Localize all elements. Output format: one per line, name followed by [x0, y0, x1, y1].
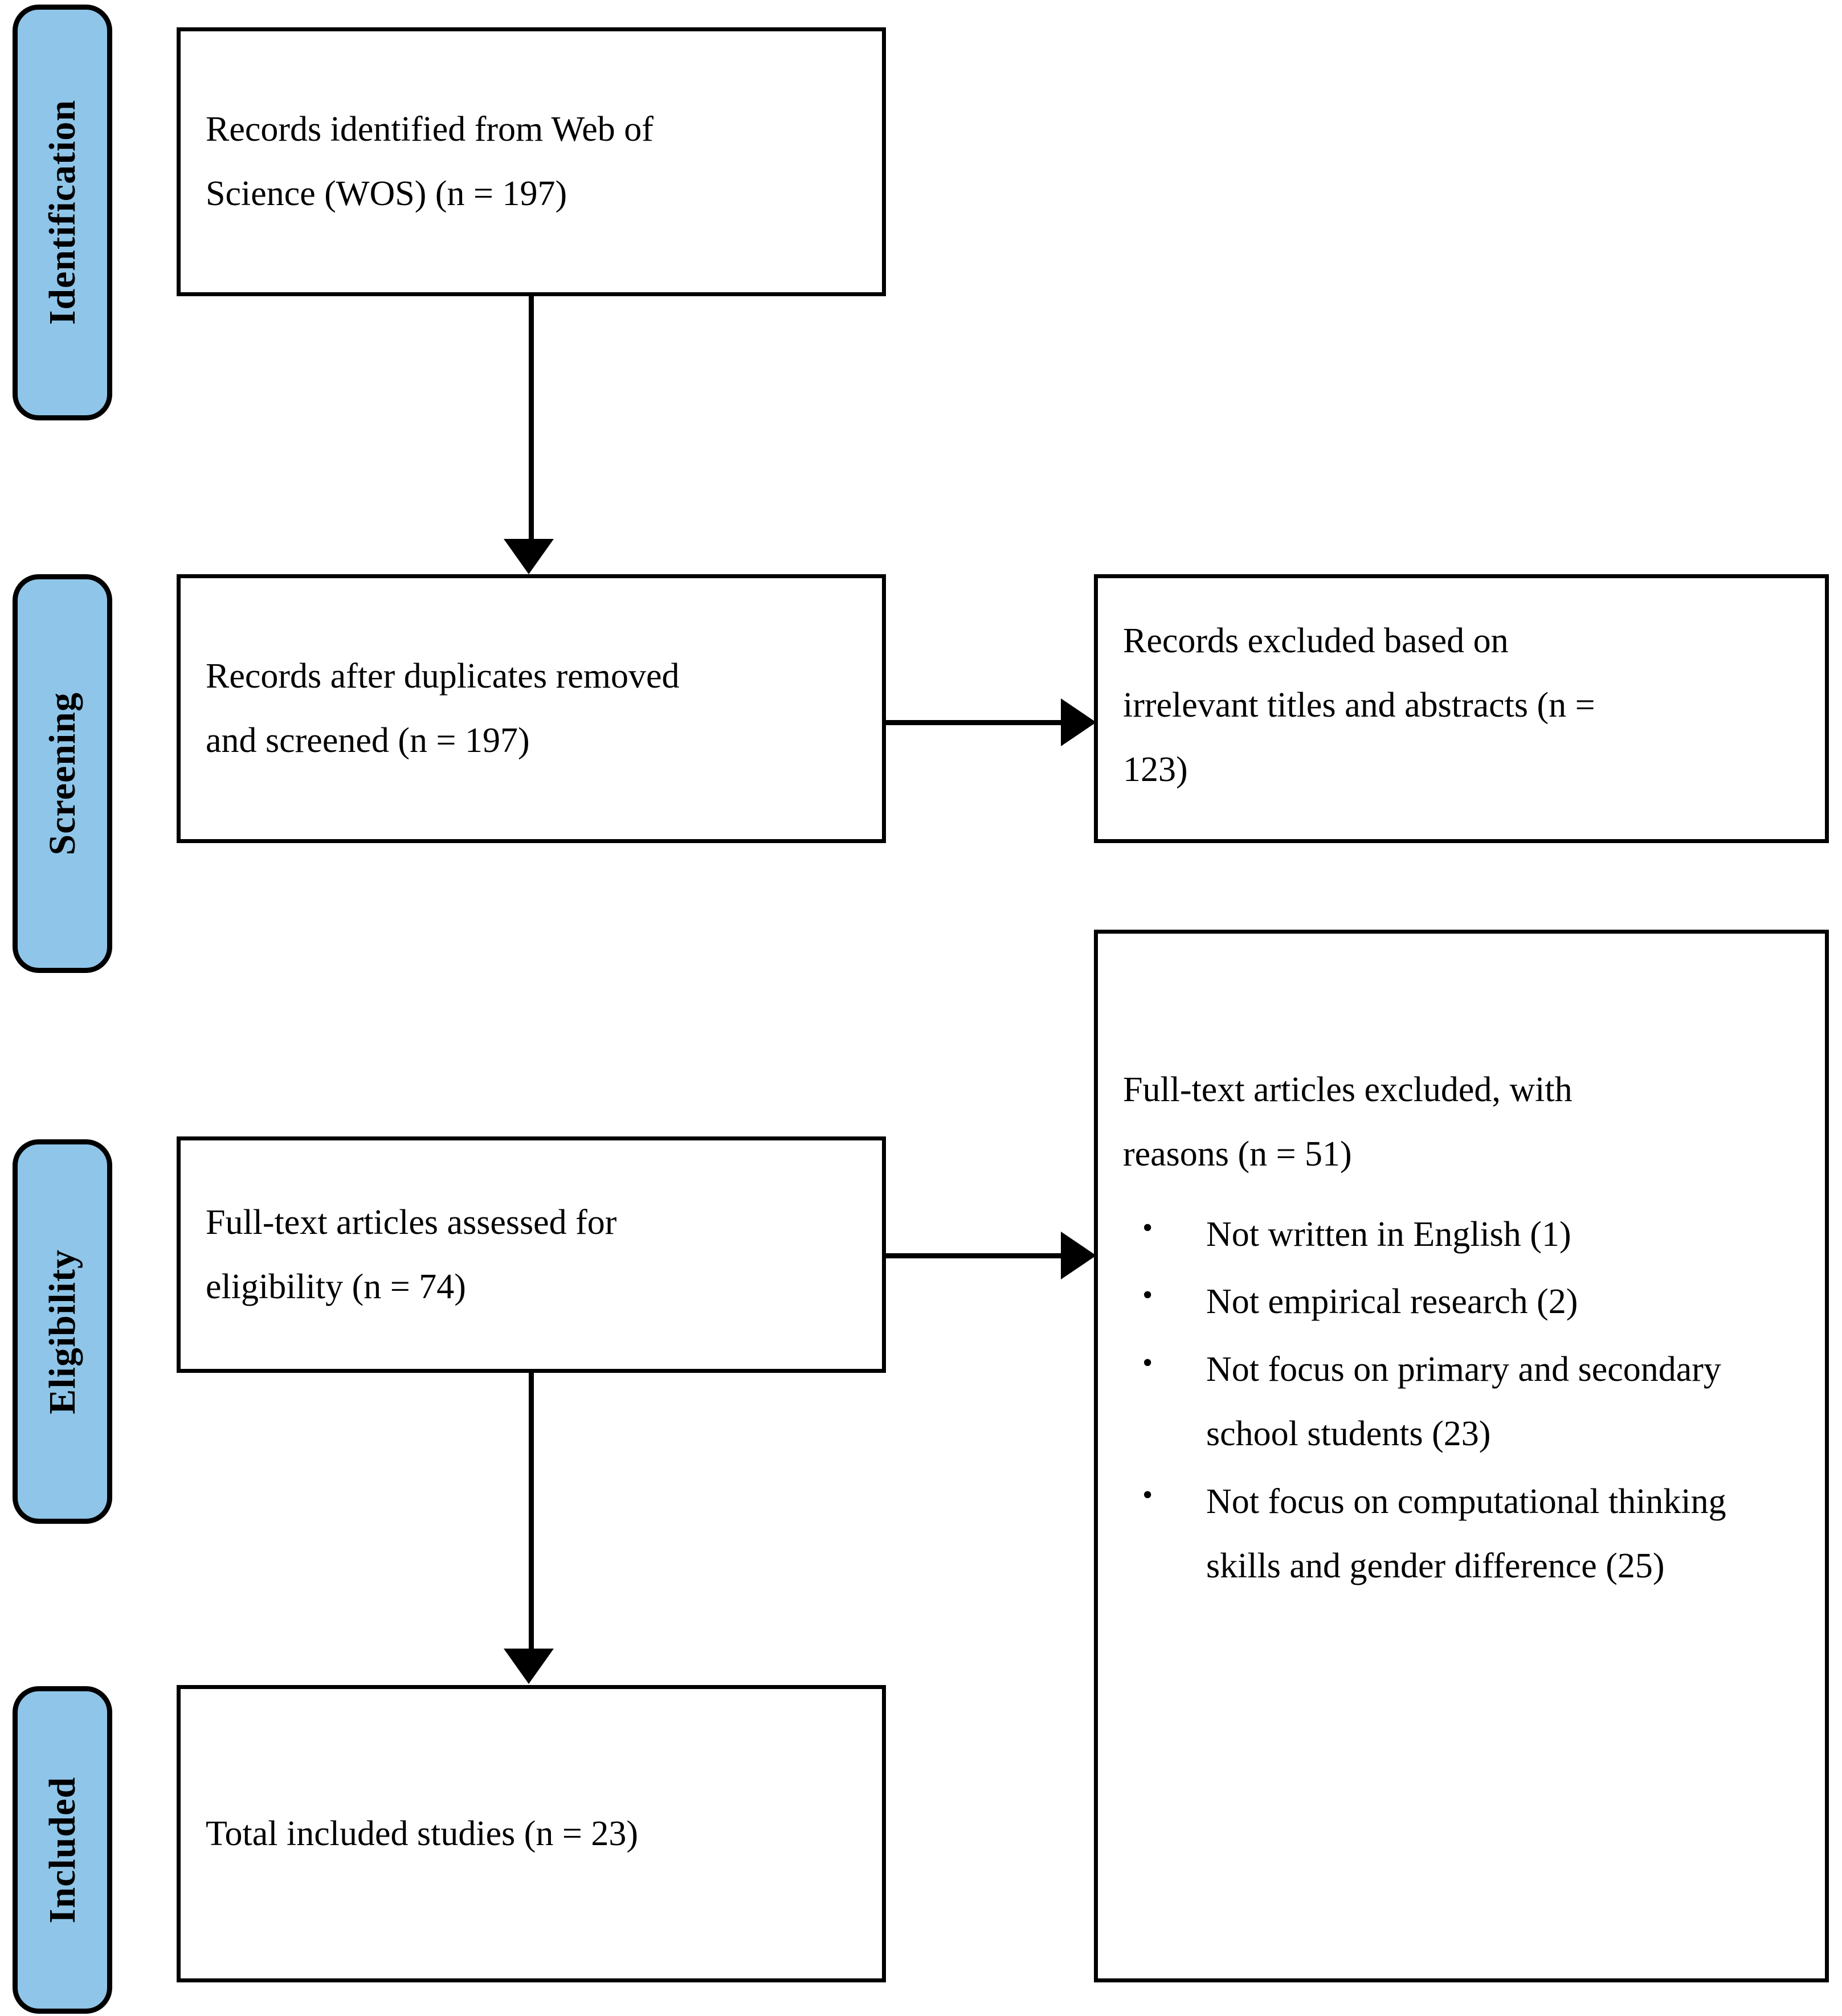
- stage-tag-included-label: Included: [41, 1776, 83, 1924]
- list-item: Not empirical research (2): [1123, 1269, 1800, 1334]
- connector-fulltext-to-included-line: [529, 1373, 534, 1650]
- box-records-excluded-line1: Records excluded based on: [1123, 621, 1509, 660]
- list-item: Not focus on primary and secondary schoo…: [1123, 1336, 1800, 1466]
- box-records-identified: Records identified from Web of Science (…: [177, 27, 886, 296]
- stage-tag-included: Included: [13, 1686, 112, 2014]
- exclusion-reason-list: Not written in English (1) Not empirical…: [1123, 1201, 1800, 1602]
- stage-tag-eligibility: Eligibility: [13, 1139, 112, 1524]
- box-records-screened: Records after duplicates removed and scr…: [177, 574, 886, 843]
- box-fulltext-excluded-reasons: Full-text articles excluded, with reason…: [1094, 930, 1829, 1982]
- connector-screened-to-excluded-line: [886, 720, 1063, 725]
- stage-tag-identification: Identification: [13, 5, 112, 420]
- box-fulltext-excluded-line2: reasons (n = 51): [1123, 1134, 1352, 1173]
- box-records-excluded-line3: 123): [1123, 750, 1188, 789]
- arrow-right-icon: [1061, 1232, 1096, 1279]
- box-records-excluded-line2: irrelevant titles and abstracts (n =: [1123, 685, 1595, 725]
- stage-tag-screening: Screening: [13, 574, 112, 973]
- box-total-included-line1: Total included studies (n = 23): [206, 1814, 638, 1853]
- connector-identified-to-screened-line: [529, 296, 534, 540]
- box-fulltext-assessed: Full-text articles assessed for eligibil…: [177, 1136, 886, 1373]
- list-item: Not written in English (1): [1123, 1201, 1800, 1267]
- box-records-screened-line2: and screened (n = 197): [206, 721, 530, 760]
- stage-tag-identification-label: Identification: [41, 100, 83, 325]
- list-item: Not focus on computational thinking skil…: [1123, 1469, 1800, 1598]
- stage-tag-screening-label: Screening: [41, 692, 83, 856]
- arrow-right-icon: [1061, 698, 1096, 746]
- box-fulltext-assessed-line1: Full-text articles assessed for: [206, 1203, 617, 1242]
- box-fulltext-assessed-line2: eligibility (n = 74): [206, 1267, 466, 1306]
- arrow-down-icon: [504, 539, 554, 574]
- box-records-identified-line2: Science (WOS) (n = 197): [206, 174, 567, 213]
- box-records-identified-line1: Records identified from Web of: [206, 110, 654, 149]
- box-records-screened-line1: Records after duplicates removed: [206, 657, 680, 696]
- box-total-included-studies: Total included studies (n = 23): [177, 1685, 886, 1982]
- arrow-down-icon: [504, 1649, 554, 1684]
- box-records-excluded-titles-abstracts: Records excluded based on irrelevant tit…: [1094, 574, 1829, 843]
- stage-tag-eligibility-label: Eligibility: [41, 1249, 83, 1414]
- box-fulltext-excluded-line1: Full-text articles excluded, with: [1123, 1070, 1573, 1109]
- connector-fulltext-to-reasons-line: [886, 1253, 1063, 1258]
